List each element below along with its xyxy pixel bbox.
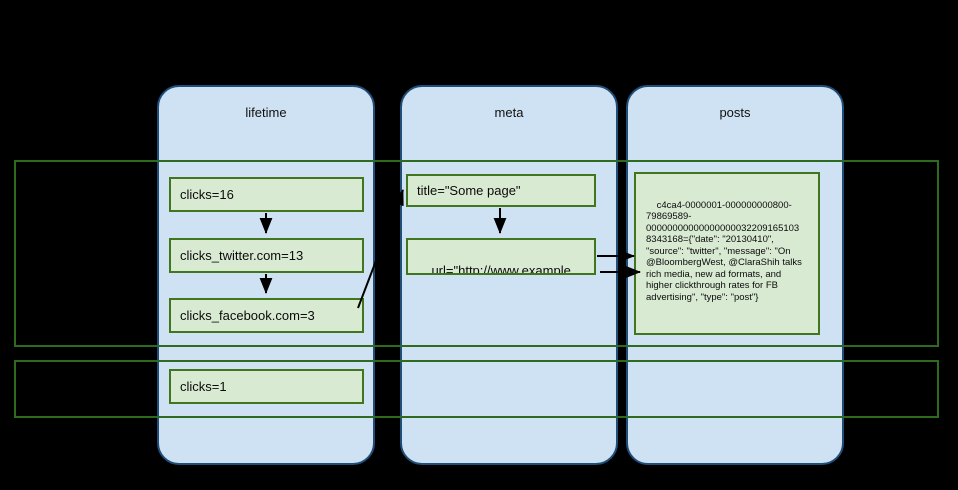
attr-box-clicks-twitter-text: clicks_twitter.com=13 bbox=[180, 248, 304, 263]
attr-box-meta-title[interactable]: title="Some page" bbox=[406, 174, 596, 207]
attr-box-post-record-text: c4ca4-0000001-000000000800-79869589-0000… bbox=[646, 199, 805, 303]
row-band-2 bbox=[14, 360, 939, 418]
attr-box-post-record[interactable]: c4ca4-0000001-000000000800-79869589-0000… bbox=[634, 172, 820, 335]
attr-box-clicks-facebook-text: clicks_facebook.com=3 bbox=[180, 308, 315, 323]
attr-box-clicks-total-text: clicks=16 bbox=[180, 187, 234, 202]
attr-box-meta-url-text: url="http://www.example. com" bbox=[431, 263, 575, 275]
attr-box-meta-title-text: title="Some page" bbox=[417, 183, 521, 198]
lane-posts-title: posts bbox=[719, 105, 751, 120]
lane-meta-title: meta bbox=[494, 105, 524, 120]
row-band-1 bbox=[14, 160, 939, 347]
lane-lifetime-title: lifetime bbox=[245, 105, 287, 120]
attr-box-clicks-row2-text: clicks=1 bbox=[180, 379, 227, 394]
attr-box-clicks-row2[interactable]: clicks=1 bbox=[169, 369, 364, 404]
attr-box-clicks-twitter[interactable]: clicks_twitter.com=13 bbox=[169, 238, 364, 273]
attr-box-clicks-facebook[interactable]: clicks_facebook.com=3 bbox=[169, 298, 364, 333]
attr-box-meta-url[interactable]: url="http://www.example. com" bbox=[406, 238, 596, 275]
attr-box-clicks-total[interactable]: clicks=16 bbox=[169, 177, 364, 212]
